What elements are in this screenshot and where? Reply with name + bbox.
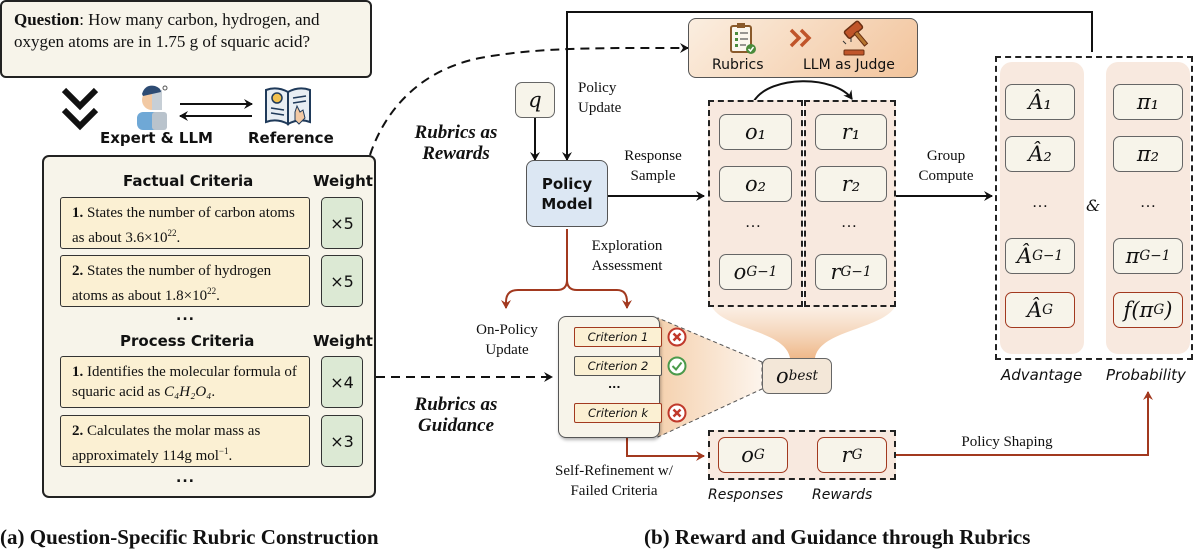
process-weight-2: ×3 [321, 415, 363, 467]
reward-r2: r₂ [815, 166, 887, 202]
pass-check-icon [667, 356, 687, 376]
query-box: q [515, 82, 555, 118]
clipboard-check-icon [730, 23, 756, 54]
exploration-branch [501, 229, 568, 309]
reference-book-icon [265, 87, 311, 126]
exploration-assessment-label: Exploration Assessment [591, 238, 663, 274]
llm-as-judge-label: LLM as Judge [803, 57, 895, 73]
responses-label: Responses [708, 487, 784, 503]
weight-header-factual: Weight [313, 172, 373, 190]
policy-model-box: Policy Model [526, 160, 608, 227]
question-label: Question [14, 10, 80, 29]
rubrics-to-judge-dashed [369, 42, 689, 156]
advantage-probability-group [995, 56, 1193, 360]
caption-a: (a) Question-Specific Rubric Constructio… [0, 525, 379, 549]
rewards-label: Rewards [812, 487, 873, 503]
criterion-k-chip: Criterion k [574, 403, 662, 423]
probability-label: Probability [1106, 366, 1186, 384]
advantage-ellipsis: … [1032, 194, 1048, 211]
weight-header-process: Weight [313, 332, 373, 350]
factual-criterion-2: 2. States the number of hydrogen atoms a… [60, 255, 310, 307]
process-weight-1: ×4 [321, 356, 363, 408]
gavel-icon [842, 20, 869, 56]
policy-shaping-arrow [896, 391, 1153, 456]
criterion-1-chip: Criterion 1 [574, 327, 662, 347]
response-sample-label: Response Sample [624, 148, 682, 184]
response-o1: o₁ [719, 114, 792, 150]
process-criterion-2: 2. Calculates the molar mass as approxim… [60, 415, 310, 467]
rubrics-as-guidance-label: Rubrics as Guidance [414, 394, 498, 436]
rubrics-as-rewards-label: Rubrics as Rewards [414, 122, 498, 164]
factual-weight-1: ×5 [321, 197, 363, 249]
process-ellipsis: ... [176, 470, 195, 486]
criterion-2-chip: Criterion 2 [574, 356, 662, 376]
question-text: : How many carbon, hydrogen, and oxygen … [14, 10, 320, 51]
probability-pi1: π₁ [1113, 84, 1183, 120]
expert-llm-label: Expert & LLM [100, 129, 213, 147]
group-compute-label: Group Compute [918, 148, 974, 184]
on-policy-update-label: On-Policy Update [476, 322, 538, 358]
advantage-label: Advantage [1001, 366, 1083, 384]
response-ellipsis: … [745, 214, 761, 231]
factual-criteria-header: Factual Criteria [123, 172, 254, 190]
response-o2: o₂ [719, 166, 792, 202]
fail-x-icon [667, 403, 687, 423]
reference-label: Reference [248, 129, 334, 147]
policy-update-label: Policy Update [578, 80, 622, 116]
funnel-shape [712, 307, 895, 358]
double-chevron-right-icon [789, 28, 812, 48]
policy-shaping-label: Policy Shaping [961, 434, 1053, 450]
rubrics-label: Rubrics [712, 57, 764, 73]
criteria-ellipsis: ... [608, 378, 621, 391]
advantage-a1: Â₁ [1005, 84, 1075, 120]
process-criterion-1: 1. Identifies the molecular formula of s… [60, 356, 310, 408]
factual-weight-2: ×5 [321, 255, 363, 307]
question-box: Question: How many carbon, hydrogen, and… [0, 0, 372, 78]
process-criteria-header: Process Criteria [120, 332, 255, 350]
self-refinement-arrow [626, 438, 705, 461]
reward-r1: r₁ [815, 114, 887, 150]
policy-update-loop [562, 11, 1093, 161]
fail-x-icon [667, 327, 687, 347]
double-chevron-down-icon [61, 87, 99, 131]
self-refinement-label: Self-Refinement w/ Failed Criteria [555, 463, 673, 499]
llm-judge-box [688, 18, 918, 78]
expert-llm-icon [137, 85, 168, 130]
factual-ellipsis: ... [176, 308, 195, 324]
ampersand: & [1086, 196, 1101, 215]
factual-criterion-1: 1. States the number of carbon atoms as … [60, 197, 310, 249]
caption-b: (b) Reward and Guidance through Rubrics [644, 525, 1031, 549]
reward-ellipsis: … [841, 214, 857, 231]
advantage-a2: Â₂ [1005, 136, 1075, 172]
probability-ellipsis: … [1140, 194, 1156, 211]
o-to-r-arrow [753, 80, 853, 102]
probability-pi2: π₂ [1113, 136, 1183, 172]
